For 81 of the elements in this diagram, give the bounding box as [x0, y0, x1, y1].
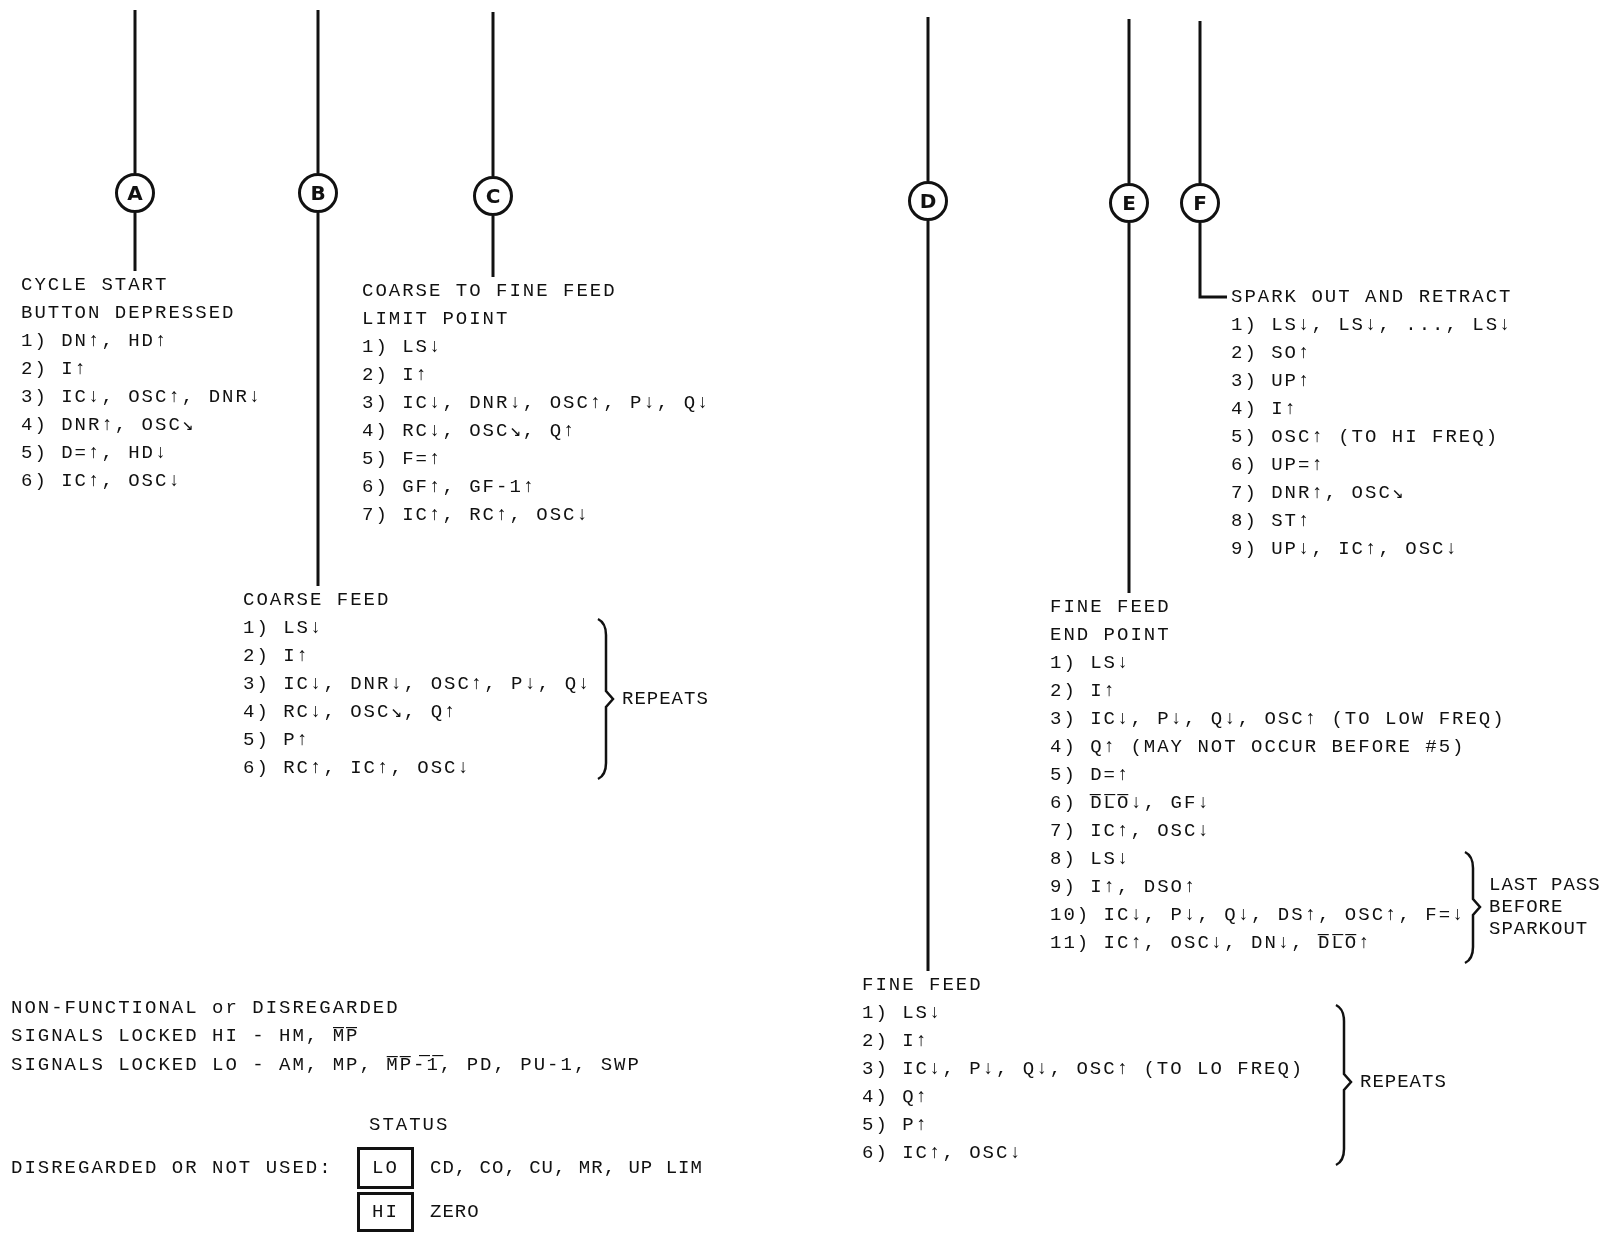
step-item: 8) ST↑ — [1231, 509, 1312, 534]
brace-note: LAST PASS BEFORE SPARKOUT — [1489, 874, 1602, 940]
step-item: 3) IC↓, OSC↑, DNR↓ — [21, 385, 263, 410]
step-item: 2) I↑ — [1050, 679, 1117, 704]
step-item: 6) GF↑, GF-1↑ — [362, 475, 537, 500]
note-text: SIGNALS LOCKED LO - AM, MP, M̅P̅-̅1̅, PD, PU-1, SWP — [11, 1053, 641, 1078]
signal-line — [1198, 223, 1227, 299]
step-item: 2) SO↑ — [1231, 341, 1312, 366]
step-item: 6) IC↑, OSC↓ — [21, 469, 182, 494]
step-heading: COARSE FEED — [243, 588, 392, 613]
letter-circle: A — [115, 173, 155, 213]
step-item: 7) IC↑, OSC↓ — [1050, 819, 1211, 844]
step-item: 5) P↑ — [862, 1113, 929, 1138]
step-item: 3) IC↓, P↓, Q↓, OSC↑ (TO LO FREQ) — [862, 1057, 1305, 1082]
step-item: 4) DNR↑, OSC↘ — [21, 413, 196, 438]
letter-circle: D — [908, 181, 948, 221]
step-item: 3) IC↓, DNR↓, OSC↑, P↓, Q↓ — [243, 672, 592, 697]
step-item: 4) I↑ — [1231, 397, 1298, 422]
step-item: 7) DNR↑, OSC↘ — [1231, 481, 1406, 506]
step-heading: FINE FEED — [862, 973, 984, 998]
step-item: 6) IC↑, OSC↓ — [862, 1141, 1023, 1166]
step-item: 9) UP↓, IC↑, OSC↓ — [1231, 537, 1459, 562]
step-item: 4) Q↑ — [862, 1085, 929, 1110]
step-item: 2) I↑ — [362, 363, 429, 388]
step-item: 3) UP↑ — [1231, 369, 1312, 394]
step-item: 1) LS↓, LS↓, ..., LS↓ — [1231, 313, 1513, 338]
letter-circle: C — [473, 176, 513, 216]
step-item: 7) IC↑, RC↑, OSC↓ — [362, 503, 590, 528]
brace-note: REPEATS — [622, 688, 709, 710]
step-item: 5) OSC↑ (TO HI FREQ) — [1231, 425, 1500, 450]
step-heading: COARSE TO FINE FEED LIMIT POINT — [362, 279, 618, 332]
step-item: 1) LS↓ — [362, 335, 443, 360]
step-item: 8) LS↓ — [1050, 847, 1131, 872]
step-item: 2) I↑ — [21, 357, 88, 382]
brace-note: REPEATS — [1360, 1071, 1447, 1093]
step-item: 4) Q↑ (MAY NOT OCCUR BEFORE #5) — [1050, 735, 1466, 760]
signal-line — [926, 17, 930, 181]
signal-line — [1127, 19, 1131, 183]
step-item: 10) IC↓, P↓, Q↓, DS↑, OSC↑, F=↓ — [1050, 903, 1466, 928]
step-item: 4) RC↓, OSC↘, Q↑ — [362, 419, 577, 444]
signal-line — [316, 213, 320, 586]
step-item: 5) D=↑ — [1050, 763, 1131, 788]
step-item: 1) LS↓ — [1050, 651, 1131, 676]
letter-circle: B — [298, 173, 338, 213]
step-heading: FINE FEED END POINT — [1050, 595, 1172, 648]
signal-line — [1127, 223, 1131, 593]
step-item: 1) LS↓ — [862, 1001, 943, 1026]
step-item: 5) F=↑ — [362, 447, 443, 472]
status-text: CD, CO, CU, MR, UP LIM — [430, 1157, 703, 1179]
step-heading: SPARK OUT AND RETRACT — [1231, 285, 1514, 310]
step-item: 4) RC↓, OSC↘, Q↑ — [243, 700, 458, 725]
letter-circle: F — [1180, 183, 1220, 223]
note-text: DISREGARDED OR NOT USED: — [11, 1156, 333, 1181]
signal-line — [316, 10, 320, 173]
status-box: HI — [357, 1192, 414, 1232]
note-text: NON-FUNCTIONAL or DISREGARDED — [11, 996, 400, 1021]
step-item: 5) P↑ — [243, 728, 310, 753]
signal-line — [491, 12, 495, 176]
step-item: 2) I↑ — [243, 644, 310, 669]
signal-line — [133, 10, 137, 173]
step-heading: CYCLE START BUTTON DEPRESSED — [21, 273, 237, 326]
step-item: 5) D=↑, HD↓ — [21, 441, 169, 466]
step-item: 3) IC↓, P↓, Q↓, OSC↑ (TO LOW FREQ) — [1050, 707, 1506, 732]
signal-line — [926, 221, 930, 971]
status-text: ZERO — [430, 1201, 480, 1223]
note-text: SIGNALS LOCKED HI - HM, M̅P̅ — [11, 1024, 360, 1049]
status-box: LO — [357, 1147, 414, 1189]
step-item: 11) IC↑, OSC↓, DN↓, D̅L̅O̅↑ — [1050, 931, 1372, 956]
step-item: 9) I↑, DSO↑ — [1050, 875, 1198, 900]
step-item: 1) DN↑, HD↑ — [21, 329, 169, 354]
letter-circle: E — [1109, 183, 1149, 223]
step-item: 6) UP=↑ — [1231, 453, 1325, 478]
step-item: 3) IC↓, DNR↓, OSC↑, P↓, Q↓ — [362, 391, 711, 416]
signal-line — [1198, 21, 1202, 183]
step-item: 6) RC↑, IC↑, OSC↓ — [243, 756, 471, 781]
step-item: 6) D̅L̅O̅↓, GF↓ — [1050, 791, 1211, 816]
step-item: 1) LS↓ — [243, 616, 324, 641]
step-item: 2) I↑ — [862, 1029, 929, 1054]
signal-line — [133, 213, 137, 271]
signal-line — [491, 216, 495, 277]
table-heading: STATUS — [369, 1113, 450, 1138]
